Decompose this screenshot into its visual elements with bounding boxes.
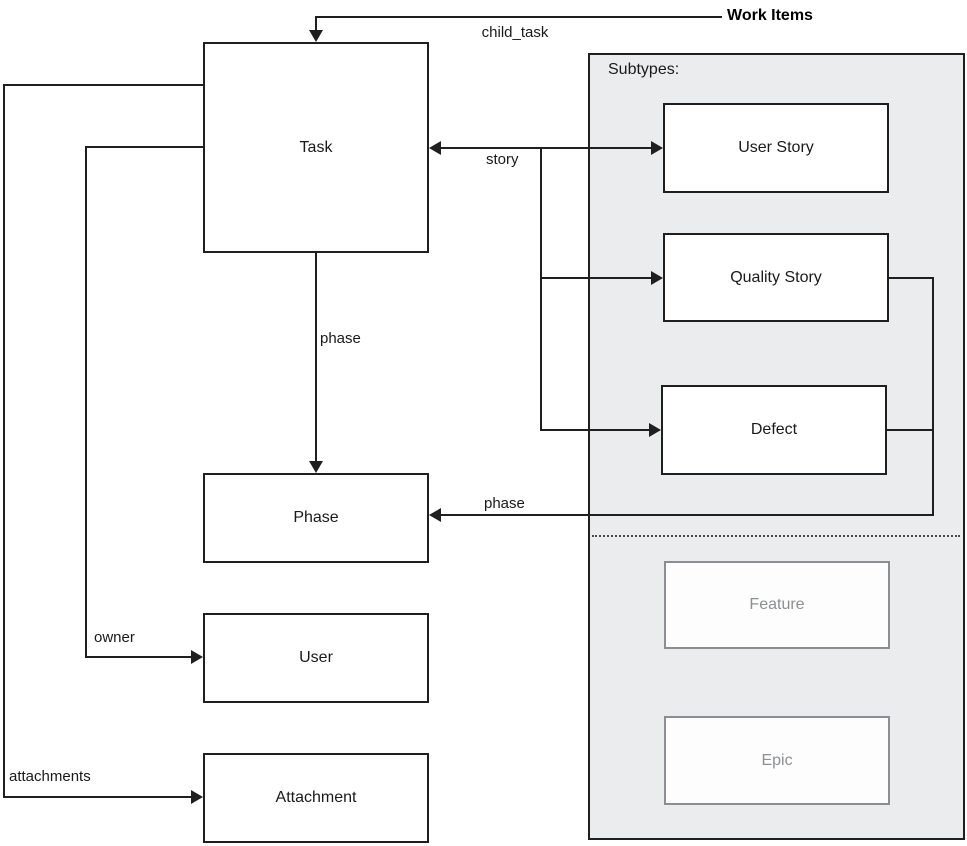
quality-story-arrowhead (651, 271, 663, 285)
child-task-connector-vertical (315, 16, 317, 31)
feature-node-label: Feature (749, 596, 805, 613)
subtypes-phase-trunk-vertical (932, 277, 934, 516)
story-edge-label: story (486, 151, 519, 168)
owner-connector-vertical (85, 146, 87, 658)
subtypes-phase-connector-horizontal (441, 514, 934, 516)
task-node-label: Task (299, 138, 333, 156)
story-arrowhead-left (429, 141, 441, 155)
attachment-node-label: Attachment (275, 789, 357, 806)
story-connector-horizontal (441, 147, 651, 149)
user-story-node: User Story (663, 103, 889, 193)
task-phase-connector-vertical (315, 253, 317, 461)
attachments-connector-stub (4, 84, 203, 86)
phase-node: Phase (203, 473, 429, 563)
defect-right-connector (887, 429, 932, 431)
owner-edge-label: owner (94, 629, 135, 646)
user-story-node-label: User Story (738, 139, 814, 156)
attachments-edge-label: attachments (9, 768, 91, 785)
attachments-connector-horizontal (4, 796, 191, 798)
subtypes-separator-dotted-line (592, 535, 960, 537)
subtypes-panel-title: Subtypes: (608, 61, 680, 78)
feature-node: Feature (664, 561, 890, 649)
child-task-connector-horizontal (316, 16, 722, 18)
task-node: Task (203, 42, 429, 253)
defect-arrowhead (649, 423, 661, 437)
task-phase-edge-label: phase (320, 330, 361, 347)
defect-node-label: Defect (750, 421, 798, 438)
diagram-title: Work Items (727, 7, 813, 24)
defect-node: Defect (661, 385, 887, 475)
story-branch-vertical (540, 148, 542, 431)
user-node: User (203, 613, 429, 703)
owner-arrowhead (191, 650, 203, 664)
subtypes-phase-arrowhead (429, 508, 441, 522)
attachments-arrowhead (191, 790, 203, 804)
quality-story-node: Quality Story (663, 233, 889, 322)
attachment-node: Attachment (203, 753, 429, 843)
phase-node-label: Phase (293, 509, 339, 526)
quality-story-branch-horizontal (541, 277, 651, 279)
owner-connector-stub (86, 146, 203, 148)
child-task-arrowhead (309, 30, 323, 42)
child-task-edge-label: child_task (481, 24, 549, 41)
quality-story-node-label: Quality Story (730, 268, 822, 286)
defect-branch-horizontal (541, 429, 649, 431)
subtypes-phase-edge-label: phase (484, 495, 525, 512)
owner-connector-horizontal (86, 656, 191, 658)
story-arrowhead-right (651, 141, 663, 155)
epic-node-label: Epic (761, 751, 793, 769)
quality-story-right-connector (889, 277, 934, 279)
attachments-connector-vertical (3, 84, 5, 798)
task-phase-arrowhead (309, 461, 323, 473)
epic-node: Epic (664, 716, 890, 805)
user-node-label: User (299, 649, 333, 666)
